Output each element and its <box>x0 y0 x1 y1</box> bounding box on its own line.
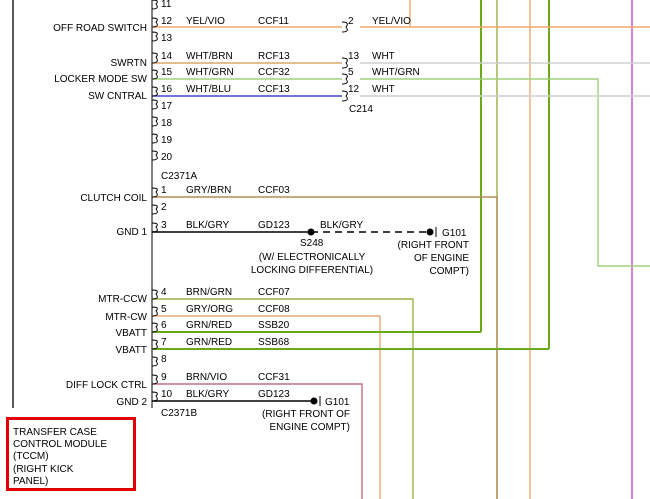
ground-location-line3: COMPT) <box>430 266 469 277</box>
c214-wire-color: WHT/GRN <box>372 67 420 78</box>
c214-pin-12 <box>341 90 348 102</box>
pin-number: 11 <box>161 0 172 10</box>
splice-s248-label: S248 <box>300 238 324 249</box>
splice-note-line2: LOCKING DIFFERENTIAL) <box>251 265 373 276</box>
pin-number: 9 <box>161 372 167 383</box>
c214-pin-number: 2 <box>348 16 354 27</box>
ground-g101-label-2: G101 <box>325 397 350 408</box>
wire-circuit-label: SSB68 <box>258 337 290 348</box>
pin-number: 10 <box>161 389 173 400</box>
pin-number: 6 <box>161 320 167 331</box>
c214-pin-2 <box>341 21 348 33</box>
pin-label-gnd1: GND 1 <box>116 227 147 238</box>
pin-chevrons <box>151 0 158 402</box>
ground-g101-label-1: G101 <box>442 228 467 239</box>
c214-pin-number: 12 <box>348 84 360 95</box>
pin-label-swrtn: SWRTN <box>111 58 147 69</box>
ground-g101-dot-2 <box>310 397 318 405</box>
ground-location-line2: ENGINE COMPT) <box>269 422 350 433</box>
pin-number: 3 <box>161 220 167 231</box>
ground-location-line1: (RIGHT FRONT <box>398 240 469 251</box>
pin-number: 16 <box>161 84 173 95</box>
pin-label-locker-mode-sw: LOCKER MODE SW <box>54 74 147 85</box>
c214-pin-number: 5 <box>348 67 354 78</box>
connector-c2371b-label: C2371B <box>161 408 197 419</box>
pin-number: 15 <box>161 67 173 78</box>
wire-circuit-label: CCF08 <box>258 304 290 315</box>
pin-label-mtr-cw: MTR-CW <box>105 312 147 323</box>
wire-b4 <box>152 298 414 499</box>
connector-c214-label: C214 <box>349 104 373 115</box>
wire-circuit-label: GD123 <box>258 220 290 231</box>
pin-number: 19 <box>161 135 173 146</box>
splice-wire-color: BLK/GRY <box>320 220 363 231</box>
wire-circuit-label: GD123 <box>258 389 290 400</box>
highlight-box <box>6 417 136 491</box>
pin-number: 8 <box>161 354 167 365</box>
pin-number: 7 <box>161 337 167 348</box>
wire-circuit-label: CCF03 <box>258 185 290 196</box>
wire-circuit-label: CCF32 <box>258 67 290 78</box>
pin-label-gnd2: GND 2 <box>116 397 147 408</box>
pin-label-mtr-ccw: MTR-CCW <box>98 294 147 305</box>
wire-circuit-label: CCF11 <box>258 16 289 27</box>
wire-15-right <box>360 78 650 267</box>
pin-label-off-road-switch: OFF ROAD SWITCH <box>53 23 147 34</box>
pin-number: 20 <box>161 152 173 163</box>
pin-number: 12 <box>161 16 173 27</box>
wire-circuit-label: CCF07 <box>258 287 290 298</box>
pin-number: 13 <box>161 33 173 44</box>
pin-label-vbatt-1: VBATT <box>116 328 147 339</box>
pin-label-sw-cntral: SW CNTRAL <box>88 91 147 102</box>
wire-circuit-label: CCF13 <box>258 84 290 95</box>
wire-color-label: WHT/GRN <box>186 67 234 78</box>
pin-label-vbatt-2: VBATT <box>116 345 147 356</box>
c214-wire-color: YEL/VIO <box>372 16 411 27</box>
wire-color-label: WHT/BLU <box>186 84 231 95</box>
ground-g101-dot-1 <box>426 228 434 236</box>
wire-b5 <box>152 315 381 499</box>
pin-number: 17 <box>161 101 173 112</box>
c214-pin-number: 13 <box>348 51 360 62</box>
pin-number: 2 <box>161 202 167 213</box>
pin-label-clutch-coil: CLUTCH COIL <box>80 193 147 204</box>
splice-s248-dot <box>307 228 315 236</box>
wire-b9 <box>152 383 363 499</box>
ground-location-line2: OF ENGINE <box>414 253 469 264</box>
wire-color-label: YEL/VIO <box>186 16 225 27</box>
c214-wire-color: WHT <box>372 84 395 95</box>
wire-color-label: WHT/BRN <box>186 51 233 62</box>
c214-pin-5 <box>341 73 348 85</box>
c214-pin-13 <box>341 57 348 69</box>
wire-circuit-label: CCF31 <box>258 372 290 383</box>
module-title: TRANSFER CASE CONTROL MODULE (TCCM) (RIG… <box>13 427 108 487</box>
wire-b1 <box>152 196 498 499</box>
pin-number: 14 <box>161 51 173 62</box>
wire-color-label: GRY/BRN <box>186 185 231 196</box>
wire-color-label: BLK/GRY <box>186 220 229 231</box>
wire-color-label: BRN/GRN <box>186 287 232 298</box>
connector-c2371a-label: C2371A <box>161 171 197 182</box>
wire-circuit-label: RCF13 <box>258 51 290 62</box>
pin-label-diff-lock-ctrl: DIFF LOCK CTRL <box>66 380 148 391</box>
wire-color-label: GRN/RED <box>186 320 232 331</box>
pin-number: 1 <box>161 185 167 196</box>
c214-wire-color: WHT <box>372 51 395 62</box>
pin-number: 4 <box>161 287 167 298</box>
pin-number: 5 <box>161 304 167 315</box>
splice-note-line1: (W/ ELECTRONICALLY <box>259 252 366 263</box>
wire-color-label: GRY/ORG <box>186 304 233 315</box>
wire-circuit-label: SSB20 <box>258 320 290 331</box>
wire-color-label: GRN/RED <box>186 337 232 348</box>
wire-color-label: BRN/VIO <box>186 372 227 383</box>
pin-number: 18 <box>161 118 173 129</box>
wire-color-label: BLK/GRY <box>186 389 229 400</box>
ground-location-line1: (RIGHT FRONT OF <box>262 409 350 420</box>
